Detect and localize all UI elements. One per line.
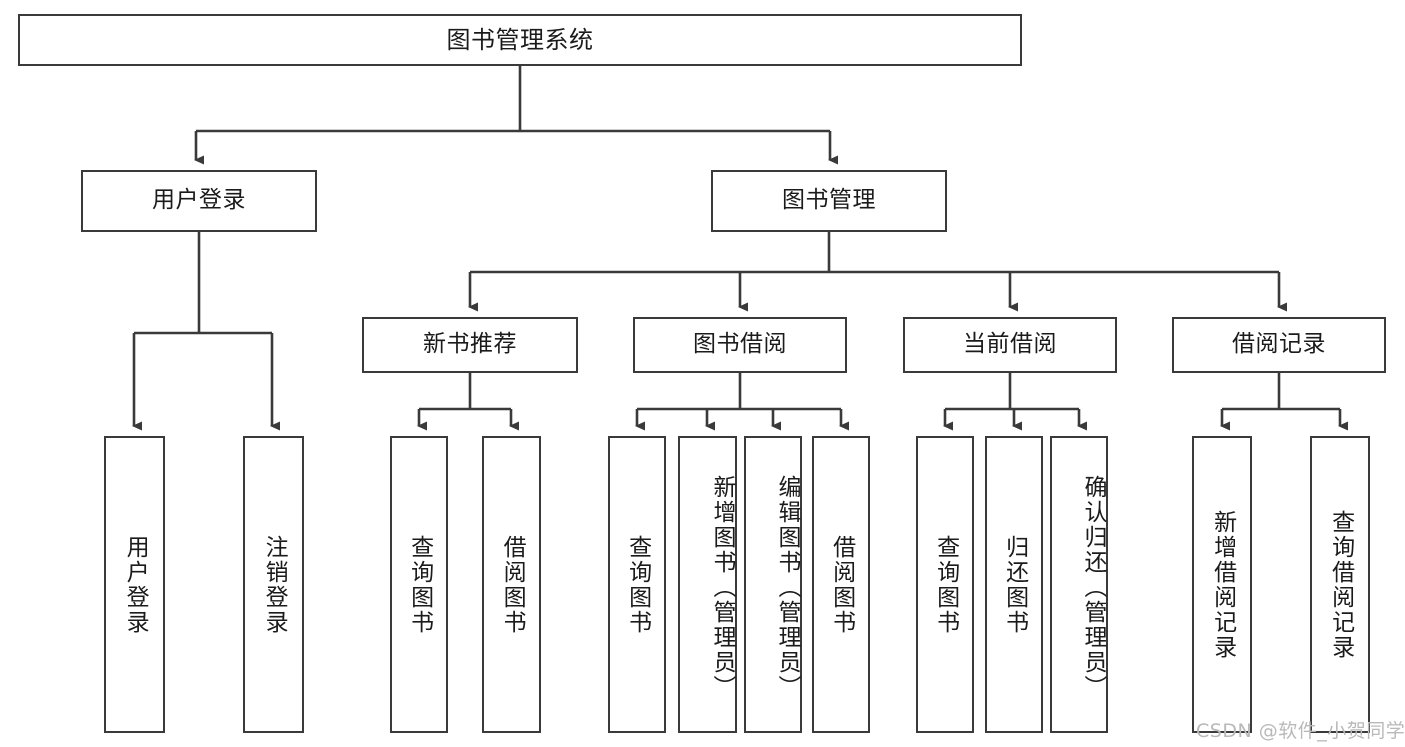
node-user-login-label: 用户登录 (152, 187, 246, 214)
leaf-query-book-current[interactable]: 查询图书 (916, 436, 974, 733)
leaf-user-login-label: 用户登录 (122, 534, 149, 635)
leaf-confirm-return-admin-label: 确认归还（管理员） (1080, 475, 1106, 700)
leaf-confirm-return-admin[interactable]: 确认归还（管理员） (1050, 436, 1108, 733)
leaf-edit-book-admin-label: 编辑图书（管理员） (774, 475, 800, 700)
leaf-query-book-recommend-label: 查询图书 (406, 534, 433, 635)
leaf-query-borrow-record[interactable]: 查询借阅记录 (1310, 436, 1370, 733)
leaf-add-borrow-record-label: 新增借阅记录 (1209, 509, 1236, 660)
leaf-borrow-book-recommend-label: 借阅图书 (499, 534, 526, 635)
leaf-borrow-book-label: 借阅图书 (828, 534, 855, 635)
node-user-login[interactable]: 用户登录 (81, 170, 317, 232)
leaf-query-borrow-record-label: 查询借阅记录 (1327, 509, 1354, 660)
leaf-query-book-recommend[interactable]: 查询图书 (390, 436, 448, 733)
leaf-query-book-borrow-label: 查询图书 (624, 534, 651, 635)
leaf-add-borrow-record[interactable]: 新增借阅记录 (1192, 436, 1252, 733)
leaf-logout[interactable]: 注销登录 (243, 436, 304, 733)
node-book-management[interactable]: 图书管理 (711, 170, 947, 232)
csdn-watermark: CSDN @软件_小贺同学 (1196, 720, 1405, 742)
leaf-borrow-book-recommend[interactable]: 借阅图书 (482, 436, 541, 733)
node-current-borrow-label: 当前借阅 (963, 331, 1057, 358)
leaf-query-book-current-label: 查询图书 (932, 534, 959, 635)
leaf-edit-book-admin[interactable]: 编辑图书（管理员） (744, 436, 802, 733)
leaf-query-book-borrow[interactable]: 查询图书 (608, 436, 666, 733)
node-new-book-recommend-label: 新书推荐 (423, 331, 517, 358)
node-book-borrow[interactable]: 图书借阅 (633, 317, 847, 373)
leaf-return-book-label: 归还图书 (1001, 534, 1028, 635)
node-book-borrow-label: 图书借阅 (693, 331, 787, 358)
node-borrow-record-label: 借阅记录 (1232, 331, 1326, 358)
leaf-logout-label: 注销登录 (261, 534, 288, 635)
leaf-user-login[interactable]: 用户登录 (104, 436, 165, 733)
leaf-borrow-book[interactable]: 借阅图书 (812, 436, 870, 733)
leaf-return-book[interactable]: 归还图书 (985, 436, 1043, 733)
node-root-label: 图书管理系统 (446, 25, 594, 54)
node-borrow-record[interactable]: 借阅记录 (1172, 317, 1386, 373)
leaf-add-book-admin[interactable]: 新增图书（管理员） (678, 436, 737, 733)
node-book-management-label: 图书管理 (782, 187, 876, 214)
leaf-add-book-admin-label: 新增图书（管理员） (709, 475, 735, 700)
node-current-borrow[interactable]: 当前借阅 (903, 317, 1117, 373)
node-new-book-recommend[interactable]: 新书推荐 (362, 317, 578, 373)
node-root[interactable]: 图书管理系统 (18, 14, 1022, 66)
